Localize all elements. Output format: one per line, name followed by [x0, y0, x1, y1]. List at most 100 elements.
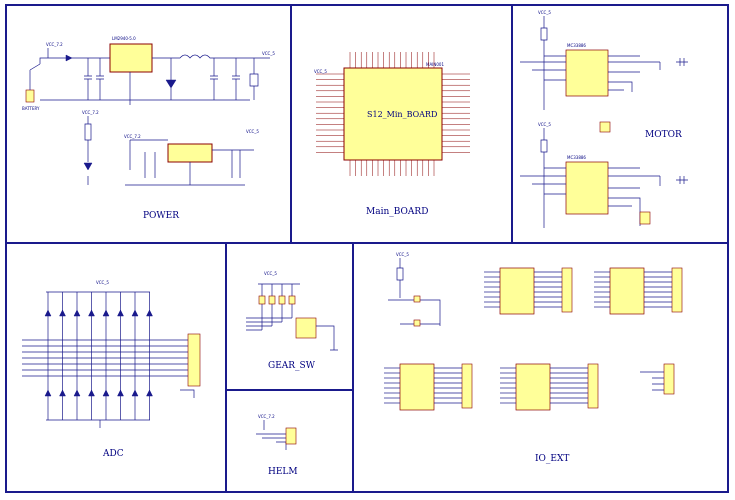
- motor-connector-b: [639, 211, 651, 225]
- gear-pullup-wiring: [246, 283, 300, 331]
- adc-clamp-diode-bottom: [146, 389, 153, 397]
- battery-connector: [25, 89, 35, 103]
- vcc5-label-adc: VCC_5: [96, 280, 109, 285]
- power-led: [83, 162, 93, 171]
- input-diode: [65, 54, 73, 62]
- output-led-branch: [249, 58, 259, 100]
- adc-clamp-diode-top: [88, 309, 95, 317]
- io-expander-chip: [499, 267, 535, 315]
- adc-clamp-diode-bottom: [59, 389, 66, 397]
- gear-sw-section-title: GEAR_SW: [268, 361, 316, 371]
- ground-rail: [40, 72, 250, 105]
- io-aux-wiring: [640, 371, 664, 391]
- adc-clamp-diode-bottom: [117, 389, 124, 397]
- adc-clamp-diode-bottom: [102, 389, 110, 397]
- vcc5-label-motor-b: VCC_5: [538, 122, 551, 127]
- vcc72-label-2: VCC_7.2: [82, 110, 99, 115]
- adc-clamp-diode-top: [44, 309, 52, 317]
- gear-resistor-4: [288, 295, 296, 305]
- gear-dip-switch: [295, 317, 317, 339]
- gear-resistor-2: [268, 295, 276, 305]
- io-expander-connector: [671, 267, 683, 313]
- adc-clamp-diode-top: [146, 309, 153, 317]
- mcu-pin-lines: [316, 52, 470, 176]
- led-resistor-branch: [84, 116, 92, 185]
- main-board-section-title: Main_BOARD: [366, 207, 428, 217]
- helm-section-title: HELM: [268, 467, 298, 477]
- io-ext-section: VCC_5 IO_EXT: [384, 252, 683, 464]
- battery-label: BATTERY: [22, 106, 40, 111]
- motor-connector-a: [599, 121, 611, 133]
- motor-driver-chip-b: [565, 161, 609, 215]
- vcc5-label-ldo: VCC_5: [246, 129, 259, 134]
- adc-connector: [187, 333, 201, 387]
- main-board-section: S12_Min_BOARD MAIN001 VCC_5 Main_BOARD: [314, 52, 470, 217]
- helm-section: VCC_7.2 HELM: [256, 414, 298, 477]
- adc-rails: [46, 291, 195, 428]
- vcc72-label-3: VCC_7.2: [124, 134, 141, 139]
- adc-clamp-diode-top: [102, 309, 110, 317]
- io-expander-connector: [461, 363, 473, 409]
- gear-ground: [316, 325, 338, 351]
- io-expander-chip: [609, 267, 645, 315]
- outer-frame: [5, 4, 729, 493]
- power-regulator-chip: [109, 43, 153, 73]
- schottky-diode: [165, 79, 177, 89]
- adc-clamp-diode-top: [59, 309, 66, 317]
- io-expander-chip: [515, 363, 551, 411]
- helm-wiring: [256, 420, 287, 450]
- vcc5-label-main: VCC_5: [314, 69, 327, 74]
- vcc5-label-power: VCC_5: [262, 51, 275, 56]
- motor-driver-a-label: MC33886: [567, 43, 586, 48]
- io-button-wiring: [388, 258, 441, 326]
- vcc5-label-gear: VCC_5: [264, 271, 277, 276]
- adc-section: VCC_5 ADC: [22, 280, 201, 459]
- io-expander-chip: [399, 363, 435, 411]
- io-button-1: [413, 295, 421, 303]
- adc-clamp-diode-bottom: [131, 389, 139, 397]
- adc-clamp-diode-bottom: [44, 389, 52, 397]
- vcc72-label-1: VCC_7.2: [46, 42, 63, 47]
- gear-resistor-1: [258, 295, 266, 305]
- gear-sw-section: VCC_5 GEAR_SW: [246, 271, 338, 371]
- adc-clamp-diode-top: [131, 309, 139, 317]
- mcu-chip-label: S12_Min_BOARD: [367, 110, 437, 119]
- motor-driver-chip-a: [565, 49, 609, 97]
- io-button-2: [413, 319, 421, 327]
- power-section-title: POWER: [143, 211, 179, 221]
- ldo-wiring: [125, 139, 254, 186]
- adc-section-title: ADC: [102, 449, 124, 459]
- motor-section: VCC_5 MC33886 VCC_5 MC33886 MOTOR: [520, 10, 688, 228]
- motor-b-wiring: [520, 128, 688, 228]
- motor-section-title: MOTOR: [645, 130, 682, 140]
- adc-diode-array: [22, 292, 188, 420]
- adc-clamp-diode-top: [117, 309, 124, 317]
- power-section: BATTERY VCC_7.2 LM2940-5.0 VCC_5 VCC_7.2…: [22, 36, 275, 221]
- io-ext-section-title: IO_EXT: [535, 454, 569, 464]
- io-expander-blocks: [384, 267, 683, 411]
- gear-resistor-3: [278, 295, 286, 305]
- regulator-part-label: LM2940-5.0: [112, 36, 136, 41]
- adc-clamp-diode-bottom: [73, 389, 81, 397]
- output-inductor: [152, 54, 270, 59]
- vcc72-label-helm: VCC_7.2: [258, 414, 275, 419]
- input-capacitors: [84, 58, 104, 100]
- io-aux-connector: [663, 363, 675, 395]
- adc-clamp-diode-top: [73, 309, 81, 317]
- io-expander-connector: [587, 363, 599, 409]
- mcu-chip: [343, 67, 443, 161]
- section-frames: [5, 4, 729, 493]
- motor-driver-b-label: MC33886: [567, 155, 586, 160]
- mcu-designator: MAIN001: [426, 62, 444, 67]
- helm-servo-connector: [285, 427, 297, 445]
- io-expander-connector: [561, 267, 573, 313]
- vcc5-label-motor-a: VCC_5: [538, 10, 551, 15]
- motor-a-wiring: [520, 16, 688, 110]
- power-input-wires: [29, 48, 110, 90]
- adc-clamp-diode-bottom: [88, 389, 95, 397]
- vcc5-label-io: VCC_5: [396, 252, 409, 257]
- ldo-regulator-chip: [167, 143, 213, 163]
- output-capacitors: [170, 58, 240, 100]
